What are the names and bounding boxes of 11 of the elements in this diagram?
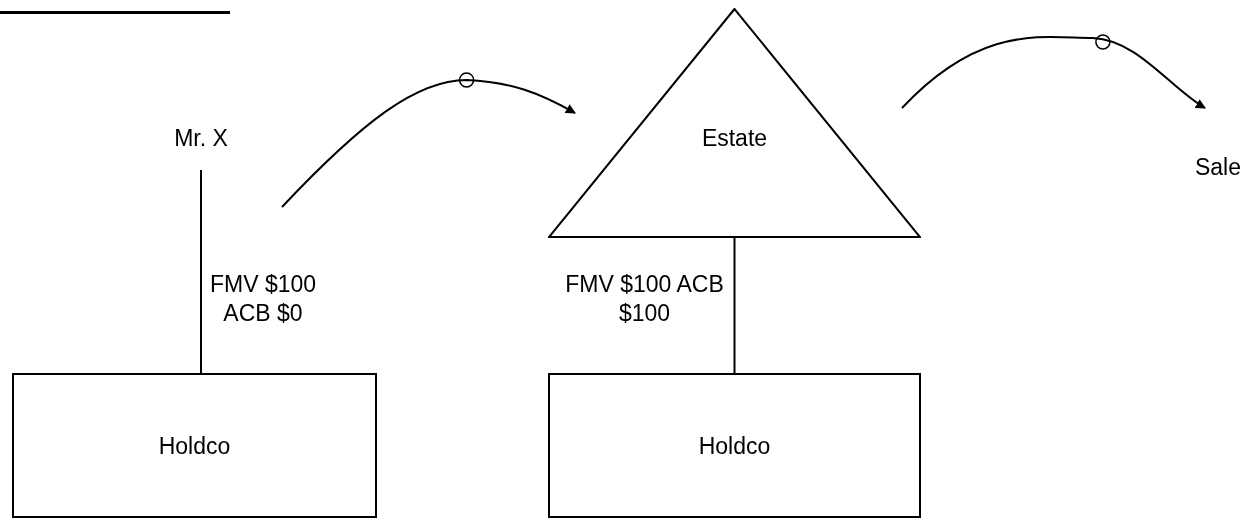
node-label: Sale bbox=[1194, 153, 1241, 182]
curved-arrow bbox=[281, 72, 576, 208]
node-label: Estate bbox=[701, 124, 768, 153]
entity-box bbox=[548, 373, 921, 518]
curved-arrow bbox=[901, 34, 1206, 109]
connector-line bbox=[200, 169, 202, 374]
node-label: Mr. X bbox=[174, 124, 228, 153]
node-label: Holdco bbox=[158, 431, 231, 461]
connector-line bbox=[733, 237, 736, 374]
node-label: Holdco bbox=[698, 431, 771, 461]
entity-box bbox=[12, 373, 377, 518]
